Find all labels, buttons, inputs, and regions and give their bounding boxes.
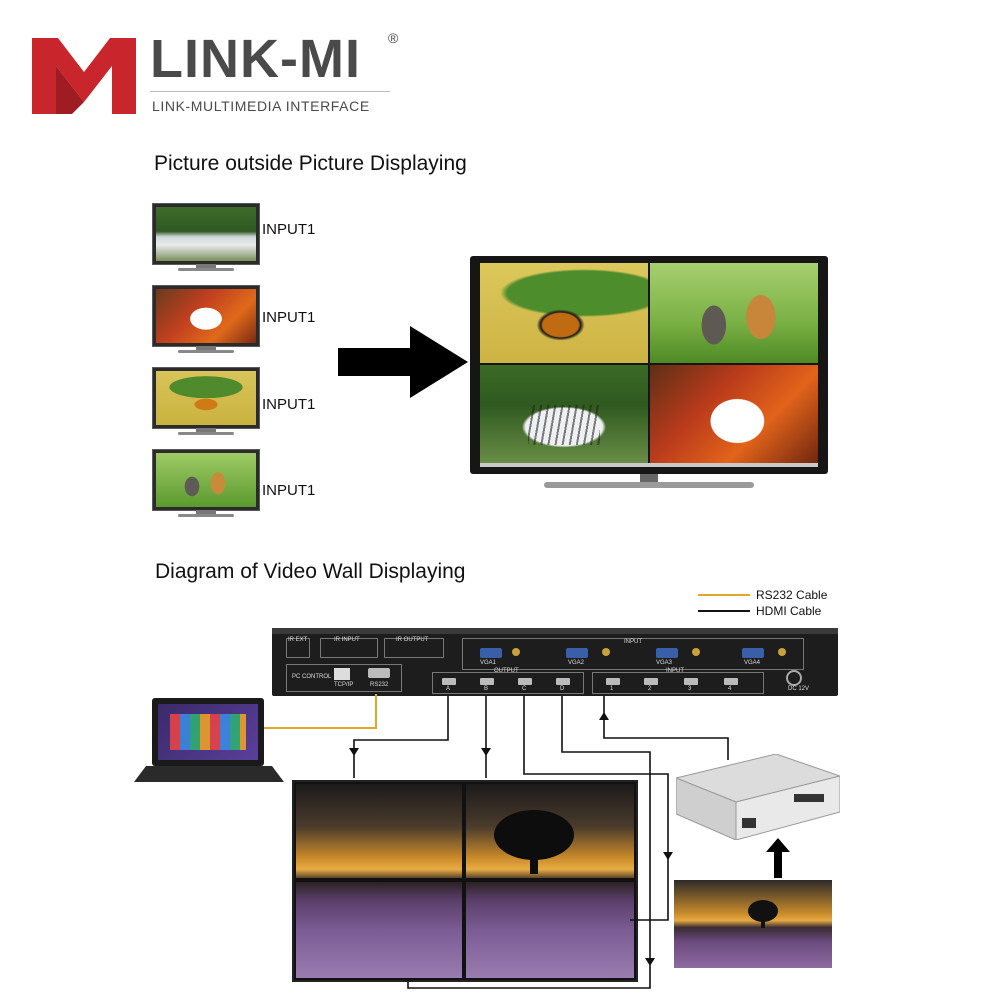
hdmi-output-d <box>556 678 570 685</box>
input-tv-1 <box>152 203 260 273</box>
hdmi-input-2-label: 2 <box>648 686 652 692</box>
vga-port-1 <box>480 648 502 658</box>
input-small-label: INPUT <box>666 668 684 674</box>
input-label-3: INPUT1 <box>262 396 316 413</box>
hdmi-cable-a <box>353 696 449 778</box>
link-mi-logo-mark <box>32 38 136 114</box>
brand-divider <box>150 91 390 92</box>
pop-section-title: Picture outside Picture Displaying <box>154 152 467 175</box>
hdmi-output-d-label: D <box>560 686 565 692</box>
ir-output-label: IR OUTPUT <box>396 637 429 643</box>
puppy-image <box>156 289 256 343</box>
vga3-label: VGA3 <box>656 660 673 666</box>
vga4-label: VGA4 <box>744 660 761 666</box>
laptop-screen <box>158 704 258 760</box>
hdmi-input-4 <box>724 678 738 685</box>
vga2-label: VGA2 <box>568 660 585 666</box>
rs232-cable <box>264 694 377 729</box>
output-tv <box>470 256 828 496</box>
hdmi-cable-d <box>407 696 651 989</box>
wall-bezel-horizontal <box>294 878 636 882</box>
ir-input-label: IR INPUT <box>334 637 360 643</box>
vga-port-4 <box>742 648 764 658</box>
rabbits-quadrant <box>650 263 818 363</box>
hdmi-output-b <box>480 678 494 685</box>
input-label-2: INPUT1 <box>262 309 316 326</box>
hdmi-output-a-label: A <box>446 686 451 692</box>
hdmi-legend-line <box>698 610 750 612</box>
brand-tagline: LINK-MULTIMEDIA INTERFACE <box>152 98 370 114</box>
hdmi-output-c <box>518 678 532 685</box>
output-label: OUTPUT <box>494 668 519 674</box>
rabbits-image <box>156 453 256 507</box>
hdmi-legend-label: HDMI Cable <box>756 604 822 618</box>
butterfly-quadrant <box>480 263 648 363</box>
media-player-box <box>674 753 842 841</box>
video-wall <box>292 780 638 982</box>
input-tv-2 <box>152 285 260 355</box>
right-arrow-icon <box>338 326 468 398</box>
rs232-port-label: RS232 <box>370 682 389 688</box>
tcpip-label: TCP/IP <box>334 682 354 688</box>
vga-port-2 <box>566 648 588 658</box>
input-tv-4 <box>152 449 260 519</box>
hdmi-input-3-label: 3 <box>688 686 692 692</box>
ethernet-port <box>334 668 350 680</box>
pc-control-label: PC CONTROL <box>292 674 332 680</box>
video-wall-controller: IR EXT IR INPUT IR OUTPUT INPUT VGA1 VGA… <box>272 628 838 696</box>
hdmi-output-c-label: C <box>522 686 527 692</box>
hdmi-input-4-label: 4 <box>728 686 732 692</box>
hdmi-input-1 <box>606 678 620 685</box>
tigers-image <box>156 207 256 261</box>
puppy-quadrant <box>650 365 818 465</box>
input-tv-3 <box>152 367 260 437</box>
vga1-label: VGA1 <box>480 660 497 666</box>
brand-name: LINK-MI <box>150 29 361 89</box>
butterfly-image <box>156 371 256 425</box>
hdmi-input-3 <box>684 678 698 685</box>
laptop-keyboard <box>134 766 284 782</box>
hdmi-cable-c <box>523 696 669 921</box>
input-label-1: INPUT1 <box>262 221 316 238</box>
source-image <box>674 880 832 968</box>
rs232-port <box>368 668 390 678</box>
dc-label: DC 12V <box>788 686 810 692</box>
hdmi-output-a <box>442 678 456 685</box>
hdmi-input-1-label: 1 <box>610 686 614 692</box>
rs232-legend-label: RS232 Cable <box>756 588 828 602</box>
wall-section-title: Diagram of Video Wall Displaying <box>155 560 466 583</box>
vga-port-3 <box>656 648 678 658</box>
hdmi-input-2 <box>644 678 658 685</box>
input-label: INPUT <box>624 639 642 645</box>
registered-mark: ® <box>388 30 399 46</box>
tigers-quadrant <box>480 365 648 465</box>
input-label-4: INPUT1 <box>262 482 316 499</box>
laptop <box>152 698 264 766</box>
ir-ext-label: IR EXT <box>288 637 308 643</box>
rs232-legend-line <box>698 594 750 596</box>
up-arrow-icon <box>766 838 790 878</box>
hdmi-cable-input <box>603 696 729 760</box>
hdmi-output-b-label: B <box>484 686 489 692</box>
